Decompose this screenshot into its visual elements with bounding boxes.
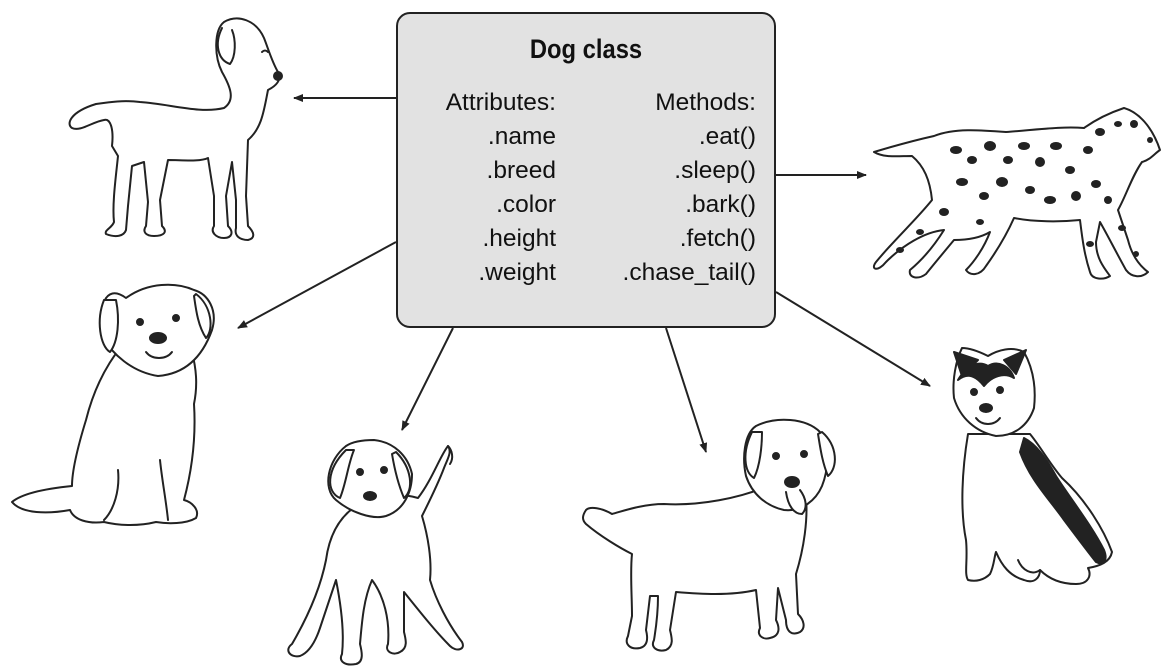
beagle-icon xyxy=(287,439,464,666)
methods-column: Methods: .eat() .sleep() .bark() .fetch(… xyxy=(566,86,756,290)
attributes-header: Attributes: xyxy=(445,89,556,116)
class-title: Dog class xyxy=(529,34,643,64)
attribute-item: .weight xyxy=(478,259,556,286)
method-item: .eat() xyxy=(698,123,756,150)
methods-header: Methods: xyxy=(655,89,756,116)
dog-class-box: Dog class Attributes: .name .breed .colo… xyxy=(396,12,776,328)
labrador-icon xyxy=(582,418,836,652)
attribute-item: .color xyxy=(496,191,556,218)
attribute-item: .name xyxy=(487,123,556,150)
method-item: .bark() xyxy=(685,191,756,218)
arrow-to-husky xyxy=(775,291,931,387)
golden-retriever-icon xyxy=(68,17,283,241)
attribute-item: .height xyxy=(482,225,556,252)
arrow-to-labrador xyxy=(665,327,708,453)
st-bernard-icon xyxy=(11,283,215,526)
method-item: .fetch() xyxy=(679,225,756,252)
attribute-item: .breed xyxy=(486,157,556,184)
method-item: .chase_tail() xyxy=(622,259,756,286)
arrow-to-beagle xyxy=(401,327,454,431)
method-item: .sleep() xyxy=(674,157,756,184)
dalmatian-icon xyxy=(872,107,1161,280)
husky-icon xyxy=(952,347,1113,585)
arrow-to-st-bernard xyxy=(237,241,397,329)
attributes-column: Attributes: .name .breed .color .height … xyxy=(416,86,556,290)
